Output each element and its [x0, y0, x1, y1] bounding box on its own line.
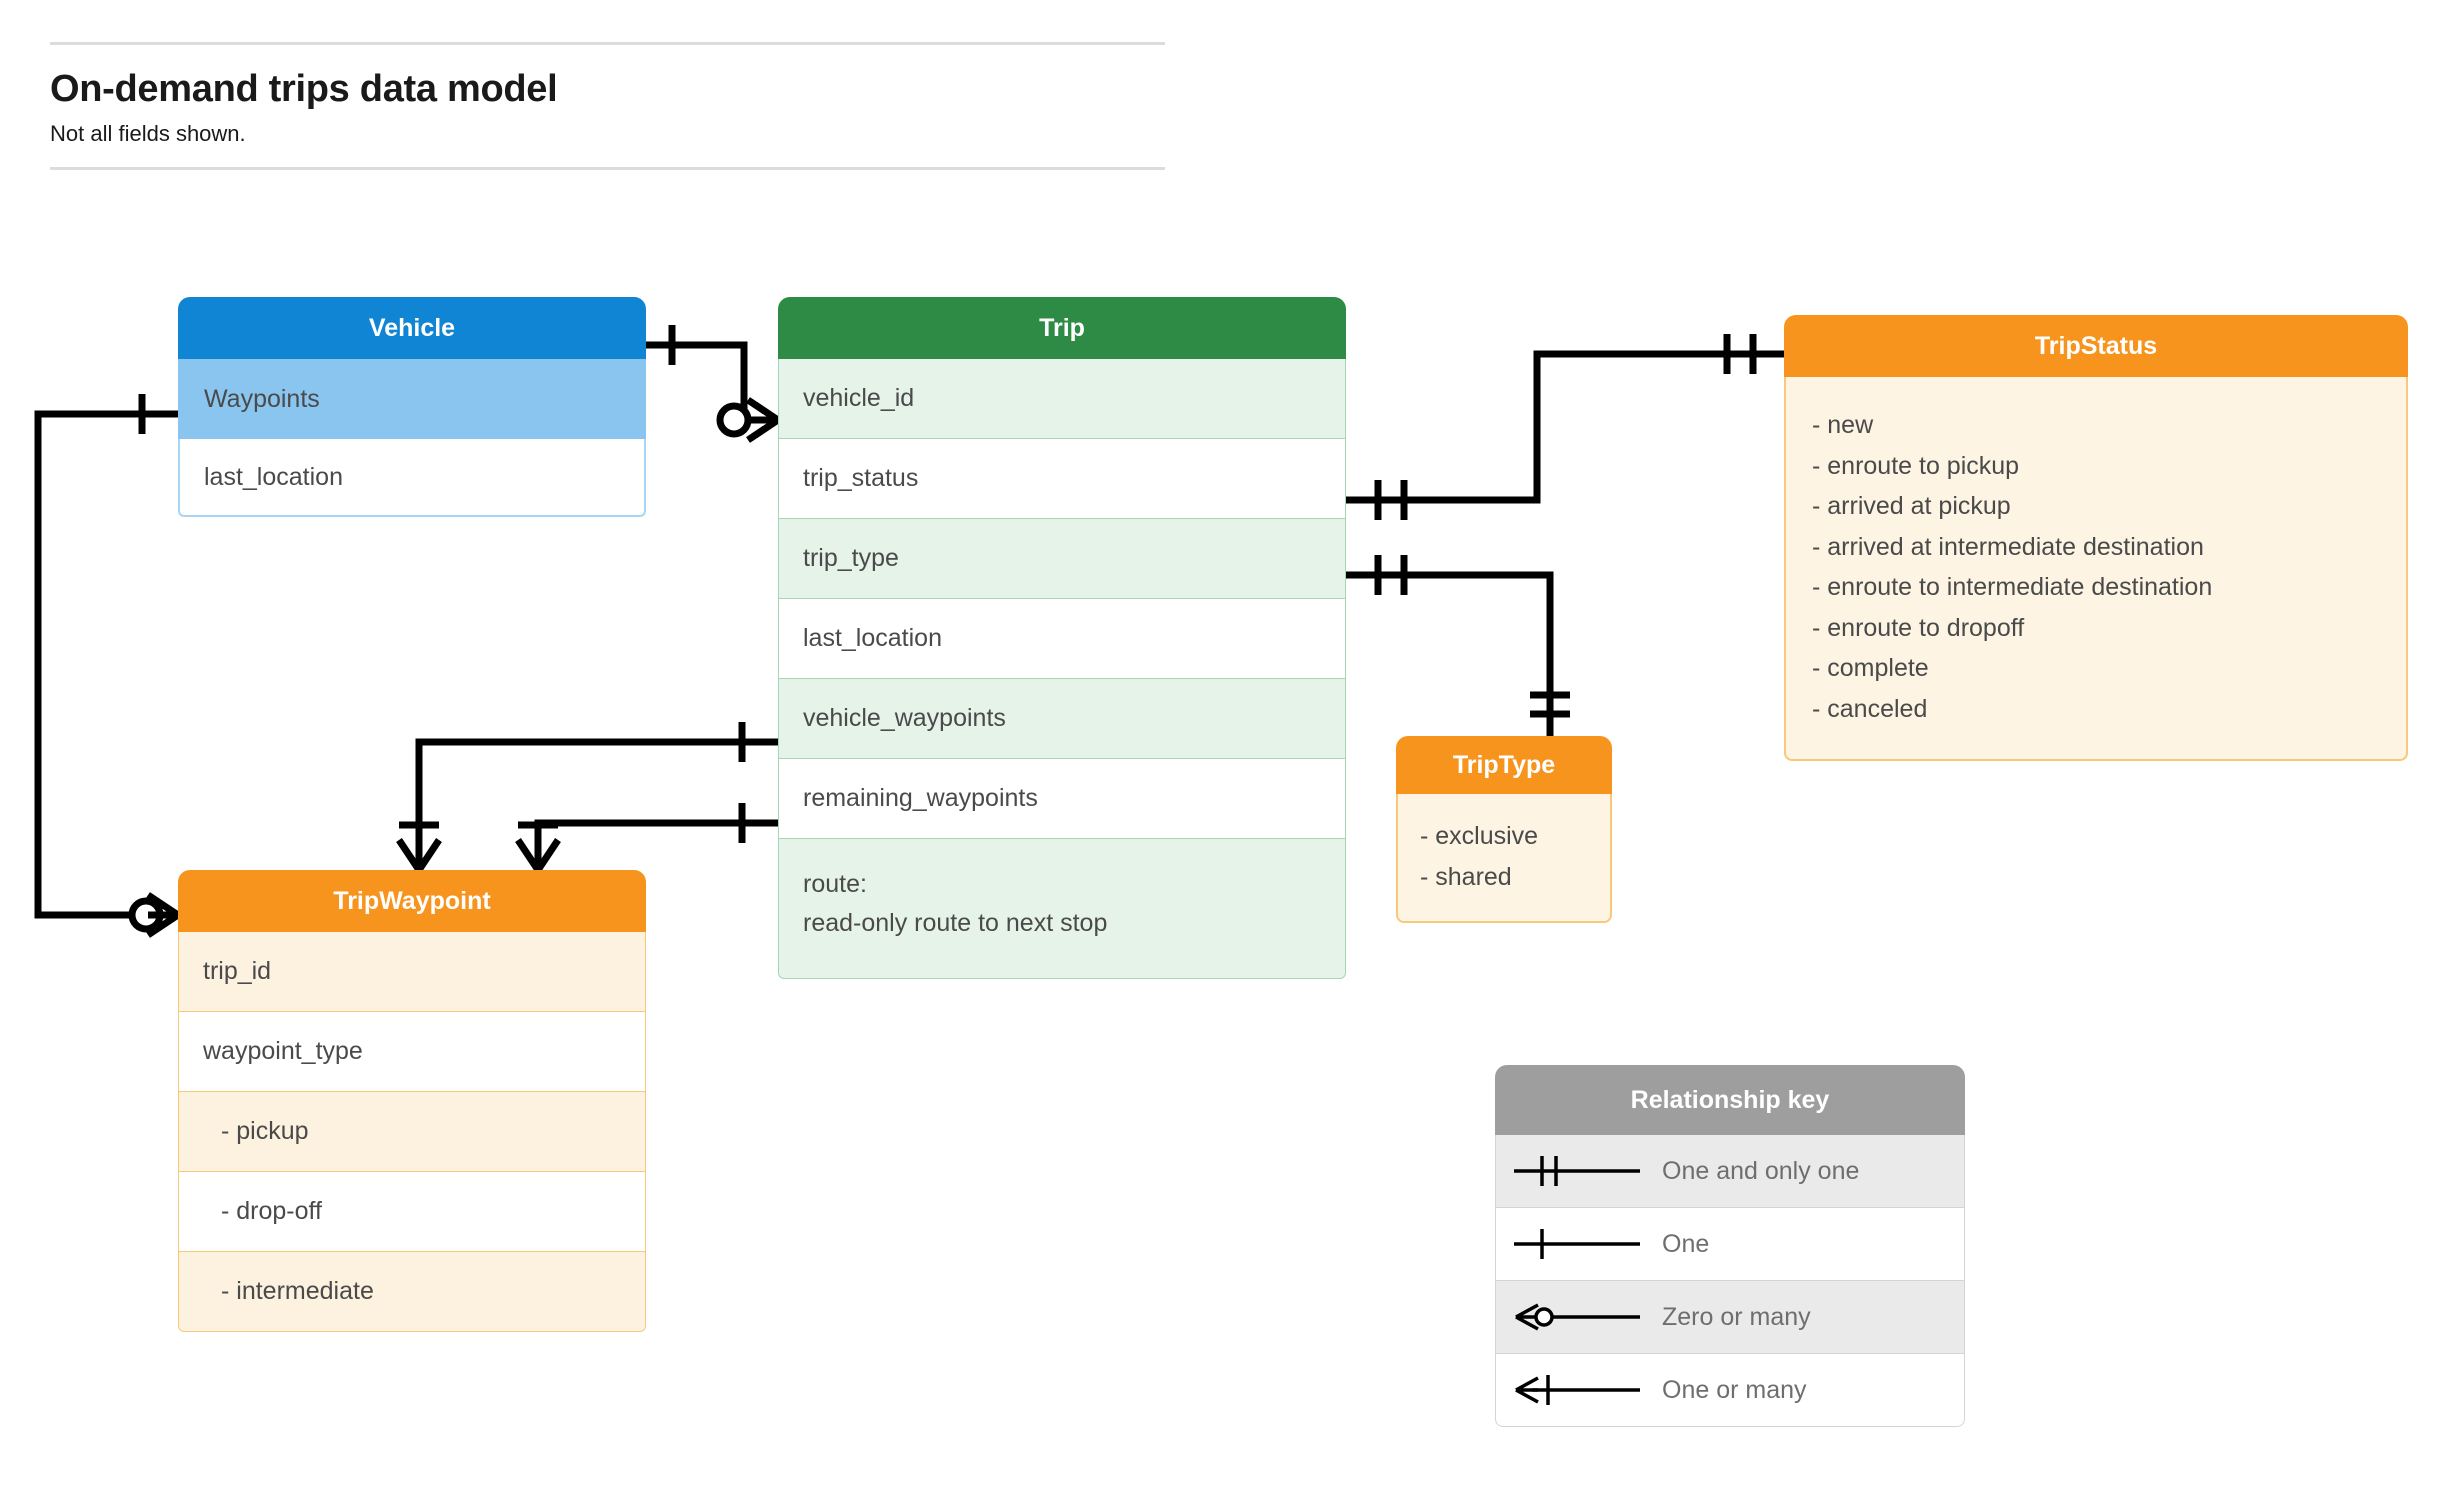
- field-trip-route-description: read-only route to next stop: [803, 908, 1108, 937]
- tripstatus-value: - enroute to dropoff: [1812, 613, 2025, 642]
- header-bottom-divider: [50, 167, 1165, 171]
- legend-item-one-or-many: One or many: [1495, 1354, 1965, 1427]
- tripstatus-value: - arrived at intermediate destination: [1812, 532, 2204, 561]
- field-vehicle-last-location[interactable]: last_location: [178, 439, 646, 517]
- entity-vehicle-title: Vehicle: [178, 297, 646, 359]
- page-subtitle: Not all fields shown.: [50, 120, 246, 146]
- entity-triptype-title: TripType: [1396, 736, 1612, 794]
- one-or-many-icon: [1496, 1370, 1662, 1410]
- connector-vehicle-trip: [646, 341, 778, 424]
- legend-label: Zero or many: [1662, 1302, 1811, 1331]
- entity-tripstatus-title: TripStatus: [1784, 315, 2408, 377]
- connector-trip-remaining-waypoints: [534, 819, 778, 870]
- tripstatus-value: - enroute to intermediate destination: [1812, 573, 2213, 601]
- connector-trip-tripstatus: [1346, 350, 1784, 504]
- legend-label: One: [1662, 1229, 1710, 1258]
- connector-trip-vehicle-waypoints: [415, 738, 778, 870]
- legend-item-one: One: [1495, 1208, 1965, 1281]
- tripstatus-value: - canceled: [1812, 694, 1928, 723]
- title-block: On-demand trips data model Not all field…: [50, 45, 1165, 167]
- entity-triptype-values: - exclusive - shared: [1396, 794, 1612, 923]
- tripstatus-value: - complete: [1812, 654, 1929, 682]
- field-tripwaypoint-waypoint-type[interactable]: waypoint_type: [178, 1012, 646, 1092]
- entity-trip[interactable]: Trip vehicle_id trip_status trip_type la…: [778, 297, 1346, 979]
- field-trip-trip-status[interactable]: trip_status: [778, 439, 1346, 519]
- entity-vehicle[interactable]: Vehicle Waypoints last_location: [178, 297, 646, 517]
- relationship-key-legend: Relationship key One and only one One: [1495, 1065, 1965, 1427]
- connector-vehicle-waypoints-tripwaypoint: [34, 410, 178, 919]
- field-trip-route[interactable]: route: read-only route to next stop: [778, 839, 1346, 979]
- field-tripwaypoint-trip-id[interactable]: trip_id: [178, 932, 646, 1012]
- entity-tripwaypoint-title: TripWaypoint: [178, 870, 646, 932]
- entity-tripwaypoint[interactable]: TripWaypoint trip_id waypoint_type - pic…: [178, 870, 646, 1332]
- entity-tripstatus[interactable]: TripStatus - new - enroute to pickup - a…: [1784, 315, 2408, 761]
- triptype-value: - shared: [1420, 862, 1512, 891]
- one-and-only-one-icon: [1496, 1151, 1662, 1191]
- one-icon: [1496, 1224, 1662, 1264]
- field-tripwaypoint-intermediate[interactable]: - intermediate: [178, 1252, 646, 1332]
- triptype-value: - exclusive: [1420, 822, 1539, 850]
- legend-item-zero-or-many: Zero or many: [1495, 1281, 1965, 1354]
- entity-tripstatus-values: - new - enroute to pickup - arrived at p…: [1784, 377, 2408, 761]
- page-header: On-demand trips data model Not all field…: [50, 42, 1165, 171]
- legend-label: One or many: [1662, 1375, 1807, 1404]
- legend-title: Relationship key: [1495, 1065, 1965, 1135]
- field-tripwaypoint-drop-off[interactable]: - drop-off: [178, 1172, 646, 1252]
- field-tripwaypoint-pickup[interactable]: - pickup: [178, 1092, 646, 1172]
- field-trip-route-label: route:: [803, 870, 867, 898]
- field-trip-vehicle-waypoints[interactable]: vehicle_waypoints: [778, 679, 1346, 759]
- legend-label: One and only one: [1662, 1156, 1860, 1185]
- tripstatus-value: - new: [1812, 411, 1874, 439]
- zero-or-many-icon: [1496, 1297, 1662, 1337]
- field-trip-trip-type[interactable]: trip_type: [778, 519, 1346, 599]
- tripstatus-value: - enroute to pickup: [1812, 451, 2020, 480]
- entity-triptype[interactable]: TripType - exclusive - shared: [1396, 736, 1612, 923]
- field-trip-last-location[interactable]: last_location: [778, 599, 1346, 679]
- field-trip-remaining-waypoints[interactable]: remaining_waypoints: [778, 759, 1346, 839]
- entity-trip-title: Trip: [778, 297, 1346, 359]
- page-title: On-demand trips data model: [50, 68, 558, 110]
- connector-trip-triptype: [1346, 571, 1554, 736]
- legend-item-one-and-only-one: One and only one: [1495, 1135, 1965, 1208]
- field-trip-vehicle-id[interactable]: vehicle_id: [778, 359, 1346, 439]
- header-top-divider: [50, 42, 1165, 45]
- tripstatus-value: - arrived at pickup: [1812, 492, 2011, 520]
- field-vehicle-waypoints[interactable]: Waypoints: [178, 359, 646, 439]
